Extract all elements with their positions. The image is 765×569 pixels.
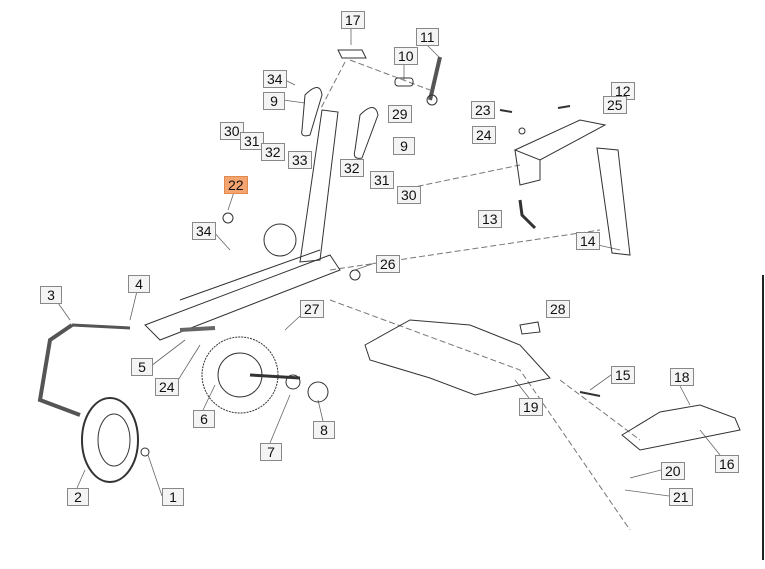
part-14-bar (596, 147, 631, 256)
part-22-washer (222, 212, 234, 224)
part-9-plate-left (301, 87, 323, 137)
callout-3[interactable]: 3 (40, 286, 62, 304)
part-3-arm (37, 323, 81, 417)
part-8-pulley (307, 381, 329, 403)
callout-34[interactable]: 34 (263, 70, 287, 88)
callout-32b[interactable]: 32 (340, 159, 364, 177)
frame-rail (144, 254, 341, 341)
callout-13[interactable]: 13 (478, 210, 502, 228)
arm-bar (71, 323, 131, 330)
part-7-bearing (285, 374, 301, 390)
callout-16[interactable]: 16 (715, 455, 739, 473)
callout-10[interactable]: 10 (394, 47, 418, 65)
callout-25[interactable]: 25 (603, 96, 627, 114)
upper-pulley (263, 223, 297, 257)
callout-30b[interactable]: 30 (397, 186, 421, 204)
callout-31[interactable]: 31 (240, 132, 264, 150)
handle-tube (299, 109, 339, 263)
callout-19[interactable]: 19 (519, 398, 543, 416)
callout-20[interactable]: 20 (661, 462, 685, 480)
callout-24b[interactable]: 24 (155, 378, 179, 396)
callout-29[interactable]: 29 (388, 105, 412, 123)
callout-9b[interactable]: 9 (393, 137, 415, 155)
part-19-shield (364, 319, 551, 396)
callout-17[interactable]: 17 (341, 11, 365, 29)
callout-9[interactable]: 9 (263, 92, 285, 110)
callout-15[interactable]: 15 (611, 366, 635, 384)
callout-8[interactable]: 8 (313, 421, 335, 439)
part-9-plate-right (353, 107, 379, 159)
part-2-wheel (81, 397, 139, 483)
part-11-eye (426, 94, 438, 106)
part-16-shield (621, 404, 741, 451)
callout-24[interactable]: 24 (472, 126, 496, 144)
callout-1[interactable]: 1 (162, 488, 184, 506)
callout-31b[interactable]: 31 (370, 171, 394, 189)
assembly-lines (319, 59, 641, 531)
part-13-pin (518, 199, 537, 230)
callout-23[interactable]: 23 (471, 101, 495, 119)
bracket-body (514, 149, 541, 186)
part-25-bracket (513, 119, 607, 161)
callout-6[interactable]: 6 (193, 410, 215, 428)
callout-34b[interactable]: 34 (192, 222, 216, 240)
part-12-pin (557, 105, 571, 109)
part-5-spring (179, 326, 216, 332)
part-15-bolt (579, 391, 601, 397)
callout-4[interactable]: 4 (128, 275, 150, 293)
callout-14[interactable]: 14 (576, 232, 600, 250)
callout-27[interactable]: 27 (300, 300, 324, 318)
part-24-washer (518, 127, 526, 135)
callout-32[interactable]: 32 (261, 143, 285, 161)
callout-7[interactable]: 7 (260, 443, 282, 461)
part-10-bushing (394, 77, 414, 87)
part-1-clip (140, 447, 150, 457)
part-11-lever (428, 56, 442, 101)
part-17-clip (337, 49, 367, 59)
callout-21[interactable]: 21 (669, 488, 693, 506)
callout-18[interactable]: 18 (670, 368, 694, 386)
callout-26[interactable]: 26 (376, 255, 400, 273)
axle (249, 373, 301, 380)
callout-11[interactable]: 11 (416, 28, 439, 46)
right-border-line (762, 275, 764, 560)
part-28-pad (519, 321, 541, 335)
wheel-hub (97, 413, 131, 467)
callout-22-highlighted[interactable]: 22 (224, 176, 248, 194)
part-26-nut (349, 269, 361, 281)
callout-5[interactable]: 5 (131, 358, 153, 376)
part-6-gear (201, 336, 279, 414)
callout-30[interactable]: 30 (220, 122, 244, 140)
part-23-clip (499, 109, 513, 113)
callout-33[interactable]: 33 (288, 151, 312, 169)
callout-28[interactable]: 28 (546, 300, 570, 318)
callout-2[interactable]: 2 (67, 488, 89, 506)
frame-rail-edge (179, 249, 321, 301)
